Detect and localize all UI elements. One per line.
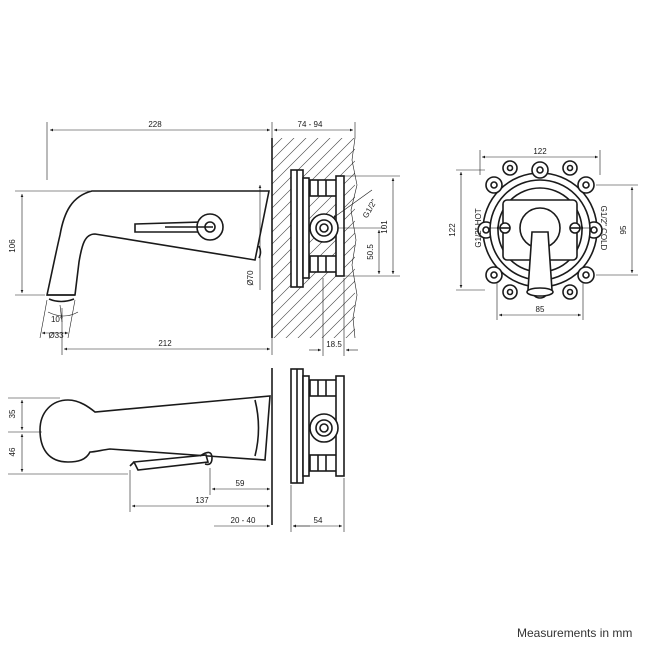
- dim-50-5: 50.5: [338, 227, 385, 274]
- dim-59: 59: [209, 468, 270, 495]
- valve-body: [309, 175, 345, 277]
- dim-angle-10: 10°: [51, 315, 63, 324]
- dim-total-length: 228: [148, 120, 162, 129]
- dim-54: 54: [293, 478, 345, 532]
- dim-body-54: 54: [314, 516, 323, 525]
- dim-rosette-dia: Ø70: [246, 270, 255, 286]
- dim-cold-label: G1/2" COLD: [599, 206, 608, 251]
- dim-width-122: 122: [479, 147, 601, 175]
- dim-137: 137: [129, 470, 270, 512]
- dim-18-5: 18.5: [309, 278, 358, 356]
- dim-35: 35: [8, 397, 60, 433]
- cartridge: [499, 199, 581, 297]
- top-plate: [290, 368, 310, 484]
- dim-d70: Ø70: [246, 185, 262, 290]
- front-view: 228 74 - 94 106 G1/2" 101: [8, 120, 400, 356]
- dim-wall-range: 74 - 94: [298, 120, 323, 129]
- dim-wall-20-40: 20 - 40: [231, 516, 256, 525]
- dim-pipe-thread: G1/2": [361, 198, 379, 220]
- dim-hot: G1/2" HOT: [474, 208, 500, 248]
- dim-spout-212: 212: [158, 339, 172, 348]
- top-valve: [309, 375, 345, 477]
- dim-handle-137: 137: [195, 496, 209, 505]
- dim-top-35: 35: [8, 409, 17, 418]
- rear-view: 122 122 G1/2" HOT G1/2" COLD 95: [448, 147, 638, 320]
- spout-body: [46, 190, 270, 296]
- dim-spacing-101: 101: [380, 220, 389, 234]
- dim-46: 46: [8, 434, 128, 475]
- dim-85: 85: [496, 282, 584, 320]
- dim-228: 228: [46, 120, 273, 180]
- dim-height-122-text: 122: [448, 223, 457, 237]
- dim-angle: 10°: [47, 304, 79, 324]
- dim-handle-59: 59: [236, 479, 245, 488]
- dim-depth-18-5: 18.5: [326, 340, 342, 349]
- top-lever: [129, 451, 213, 471]
- dim-212: 212: [61, 308, 273, 355]
- dim-hot-label: G1/2" HOT: [474, 208, 483, 247]
- dim-cold: G1/2" COLD: [580, 206, 608, 251]
- dim-height-106: 106: [8, 239, 17, 253]
- dim-span-95: 95: [619, 225, 628, 234]
- dim-height-122: 122: [448, 169, 485, 291]
- top-spout: [39, 395, 271, 463]
- dim-outlet-dia: Ø33: [48, 331, 64, 340]
- mounting-plate: [290, 169, 310, 288]
- dim-width-122-text: 122: [533, 147, 547, 156]
- dim-74-94: 74 - 94: [274, 120, 356, 138]
- dim-101: 101: [344, 175, 400, 277]
- dim-95: 95: [596, 184, 638, 276]
- units-note: Measurements in mm: [517, 626, 633, 640]
- dim-span-85: 85: [536, 305, 545, 314]
- dim-top-46: 46: [8, 447, 17, 456]
- dim-spacing-50-5: 50.5: [366, 244, 375, 260]
- dim-106: 106: [8, 190, 90, 296]
- lever-handle: [134, 213, 224, 241]
- top-view: 35 46 59 137 20 - 40 5: [8, 368, 345, 532]
- dim-d33: Ø33: [39, 299, 76, 340]
- dim-20-40: 20 - 40: [214, 485, 310, 532]
